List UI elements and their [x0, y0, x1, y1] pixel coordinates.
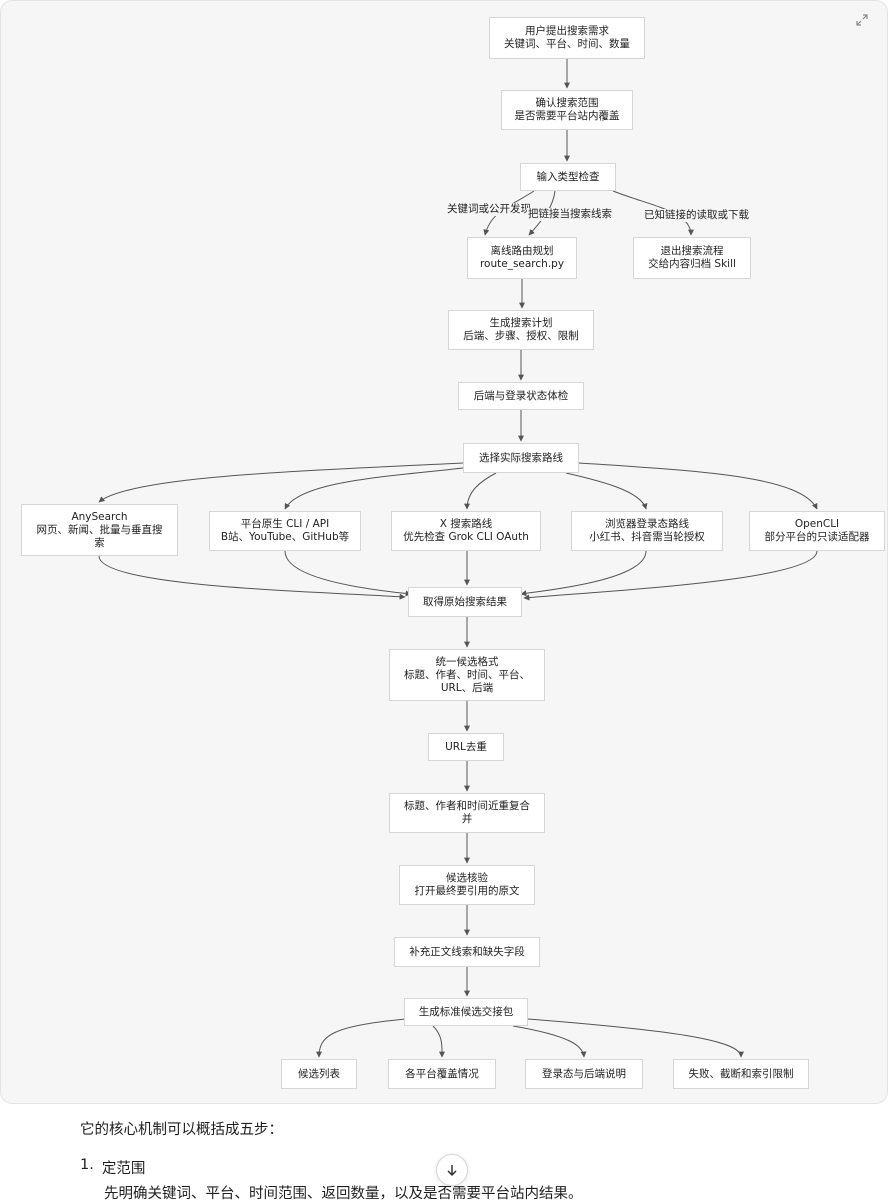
flow-node-n6: 生成搜索计划 后端、步骤、授权、限制: [448, 310, 594, 350]
edge-arrow-11: [464, 472, 497, 510]
edge-label-l3: 已知链接的读取或下载: [643, 209, 750, 222]
edge-arrow-10: [284, 466, 472, 510]
flow-node-n8: 选择实际搜索路线: [463, 443, 579, 473]
edge-arrow-15: [284, 550, 412, 597]
edge-arrow-18: [523, 550, 818, 601]
flow-node-n17: 标题、作者和时间近重复合 并: [389, 793, 545, 833]
edge-arrow-9: [98, 462, 464, 503]
edge-label-l1: 关键词或公开发现: [446, 203, 532, 216]
flow-node-n20: 生成标准候选交接包: [404, 998, 528, 1026]
intro-text: 它的核心机制可以概括成五步：: [80, 1122, 283, 1138]
edge-arrow-14: [98, 555, 406, 600]
flow-node-n2: 确认搜索范围 是否需要平台站内覆盖: [501, 90, 633, 130]
flow-node-n4: 离线路由规划 route_search.py: [467, 237, 577, 279]
step-description: 先明确关键词、平台、时间范围、返回数量，以及是否需要平台站内结果。: [104, 1186, 583, 1202]
arrow-down-icon: [447, 1165, 457, 1177]
flow-node-n13: OpenCLI 部分平台的只读适配器: [749, 511, 885, 551]
flow-node-n19: 补充正文线索和缺失字段: [394, 937, 540, 967]
flow-node-n3: 输入类型检查: [520, 163, 616, 191]
diagram-canvas: 用户提出搜索需求 关键词、平台、时间、数量确认搜索范围 是否需要平台站内覆盖输入…: [0, 0, 888, 1104]
expand-icon[interactable]: [855, 13, 869, 27]
edge-arrow-13: [578, 462, 818, 510]
edge-arrow-17: [520, 550, 647, 597]
step-number: 1.: [80, 1157, 94, 1173]
flow-node-n21: 候选列表: [281, 1059, 357, 1089]
flow-node-n11: X 搜索路线 优先检查 Grok CLI OAuth: [391, 511, 541, 551]
steps-list: 1. 定范围 先明确关键词、平台、时间范围、返回数量，以及是否需要平台站内结果。: [80, 1157, 850, 1203]
flow-node-n1: 用户提出搜索需求 关键词、平台、时间、数量: [489, 17, 645, 59]
explanation-text: 它的核心机制可以概括成五步： 1. 定范围 先明确关键词、平台、时间范围、返回数…: [80, 1118, 850, 1203]
scroll-down-button[interactable]: [436, 1154, 468, 1186]
flow-node-n14: 取得原始搜索结果: [408, 587, 522, 617]
flow-node-n9: AnySearch 网页、新闻、批量与垂直搜 索: [21, 504, 178, 556]
edge-arrow-27: [512, 1025, 587, 1058]
flow-node-n10: 平台原生 CLI / API B站、YouTube、GitHub等: [209, 511, 361, 551]
flow-node-n24: 失败、截断和索引限制: [673, 1059, 809, 1089]
flow-node-n7: 后端与登录状态体检: [458, 382, 584, 410]
edge-arrow-26: [432, 1025, 446, 1058]
edge-arrow-12: [565, 472, 648, 510]
edge-arrow-28: [527, 1018, 744, 1058]
flow-node-n22: 各平台覆盖情况: [388, 1059, 496, 1089]
flow-node-n15: 统一候选格式 标题、作者、时间、平台、 URL、后端: [389, 649, 545, 701]
edge-arrow-25: [316, 1018, 407, 1058]
step-title: 定范围: [101, 1161, 146, 1177]
flow-node-n23: 登录态与后端说明: [525, 1059, 643, 1089]
edge-label-l2: 把链接当搜索线索: [527, 208, 613, 221]
flowchart-edges: [98, 59, 818, 1058]
flow-node-n18: 候选核验 打开最终要引用的原文: [399, 865, 535, 905]
flow-node-n5: 退出搜索流程 交给内容归档 Skill: [633, 237, 751, 279]
step-1: 1. 定范围: [80, 1157, 850, 1178]
flow-node-n12: 浏览器登录态路线 小红书、抖音需当轮授权: [571, 511, 723, 551]
flow-node-n16: URL去重: [428, 733, 504, 761]
